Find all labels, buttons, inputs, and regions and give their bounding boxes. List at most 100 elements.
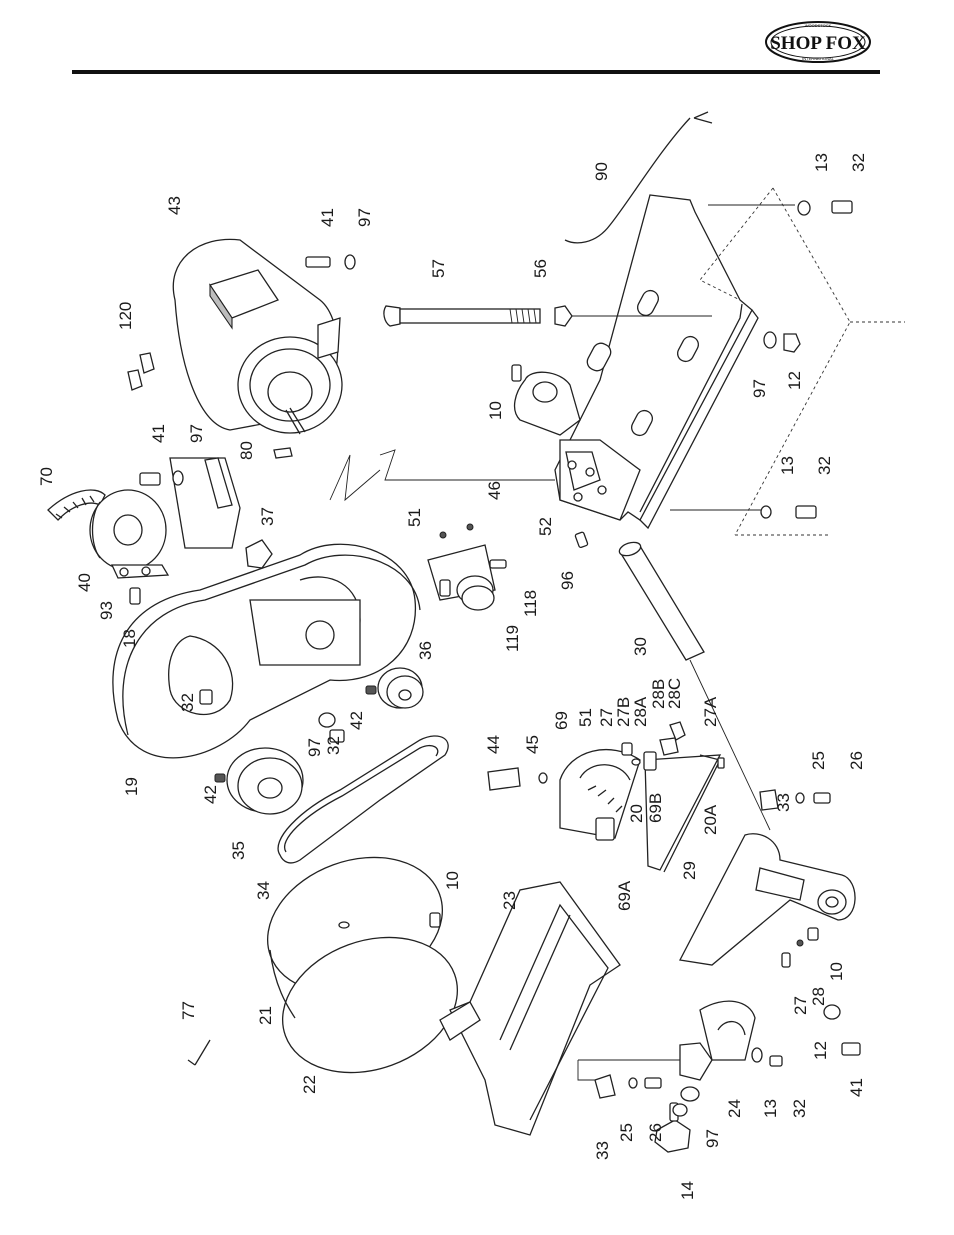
angle-bracket [594,1074,616,1099]
part-label: 33 [774,793,793,812]
part-label: 69B [646,793,665,823]
wire-nut [139,352,155,374]
table-trunnion [679,1000,783,1081]
part-label: 27A [701,696,720,727]
part-label: 29 [680,861,699,880]
table-lock-knob [654,1086,700,1153]
part-label: 46 [485,481,504,500]
part-label: 32 [324,736,343,755]
part-label: 41 [847,1078,866,1097]
part-label: 97 [750,379,769,398]
part-label: 25 [809,751,828,770]
part-label: 37 [258,507,277,526]
part-label: 10 [486,401,505,420]
motor [172,238,343,435]
shaft-key [273,447,293,459]
belt-guard [112,543,421,759]
part-label: 12 [785,371,804,390]
part-label: 18 [120,629,139,648]
part-label: 28C [665,678,684,709]
part-label: 41 [149,424,168,443]
knob-handle [487,767,521,791]
part-label: 120 [116,302,135,330]
part-label: 118 [521,590,540,617]
part-label: 40 [75,573,94,592]
part-label: 10 [443,871,462,890]
wire-nut [127,369,143,391]
logo-text: SHOP FOX [770,33,866,54]
miter-small-parts [621,721,725,771]
part-label: 27 [791,996,810,1015]
part-label: 90 [592,162,611,181]
part-label: 23 [500,891,519,910]
part-label: 43 [165,196,184,215]
power-cord [564,117,691,244]
part-label: 20A [701,804,720,835]
v-belt [277,735,449,864]
part-label: 97 [305,738,324,757]
part-label: 30 [631,637,650,656]
part-label: 77 [179,1001,198,1020]
part-label: 51 [405,508,424,527]
part-label: 51 [576,708,595,727]
part-label: 97 [703,1129,722,1148]
part-label: 36 [416,641,435,660]
washers-and-bolts-right [305,200,853,549]
part-label: 41 [318,208,337,227]
part-label: 32 [849,153,868,172]
part-label: 56 [531,259,550,278]
part-label: 19 [122,777,141,796]
hex-key [187,1039,211,1066]
washer [318,712,336,728]
disc-pulley [214,747,304,815]
part-label: 10 [827,962,846,981]
part-label: 24 [725,1099,744,1118]
part-label: 25 [617,1123,636,1142]
part-label: 42 [347,711,366,730]
part-label: 69 [552,711,571,730]
carriage-bolt [383,305,712,327]
part-label: 97 [355,208,374,227]
bearing-housing [427,523,507,611]
part-label: 21 [256,1006,275,1025]
part-label: 13 [761,1099,780,1118]
part-label: 28A [631,696,650,727]
part-label: 42 [201,785,220,804]
part-label: 27B [614,697,633,727]
part-label: 13 [812,153,831,172]
motor-pulley [365,667,424,709]
part-label: 28 [809,987,828,1006]
part-label: 27 [597,708,616,727]
trunnion [89,489,170,605]
part-labels: 90 13 32 43 41 97 57 56 120 10 97 12 13 … [37,153,868,1200]
part-label: 80 [237,441,256,460]
part-label: 32 [790,1099,809,1118]
part-label: 32 [815,456,834,475]
part-label: 14 [678,1181,697,1200]
sanding-disc [266,856,459,1074]
table-support-arm [679,833,861,1056]
bolt [329,729,345,743]
washer [538,772,548,784]
part-label: 26 [847,751,866,770]
part-label: 35 [229,841,248,860]
part-label: 70 [37,467,56,486]
part-label: 93 [97,601,116,620]
part-label: 52 [536,517,555,536]
part-label: 45 [523,735,542,754]
part-label: 22 [300,1075,319,1094]
motor-mount-bracket [139,457,241,549]
shop-fox-logo: SHOP FOX WOODSTOCK INTERNATIONAL [765,21,871,63]
miter-gauge [559,748,641,841]
logo-top-text: WOODSTOCK [805,23,832,28]
part-label: 34 [254,881,273,900]
part-label: 57 [429,259,448,278]
part-label: 33 [593,1141,612,1160]
part-label: 96 [558,571,577,590]
part-label: 44 [484,735,503,754]
logo-bottom-text: INTERNATIONAL [802,56,834,61]
part-label: 97 [187,424,206,443]
part-label: 26 [646,1123,665,1142]
part-label: 13 [778,456,797,475]
